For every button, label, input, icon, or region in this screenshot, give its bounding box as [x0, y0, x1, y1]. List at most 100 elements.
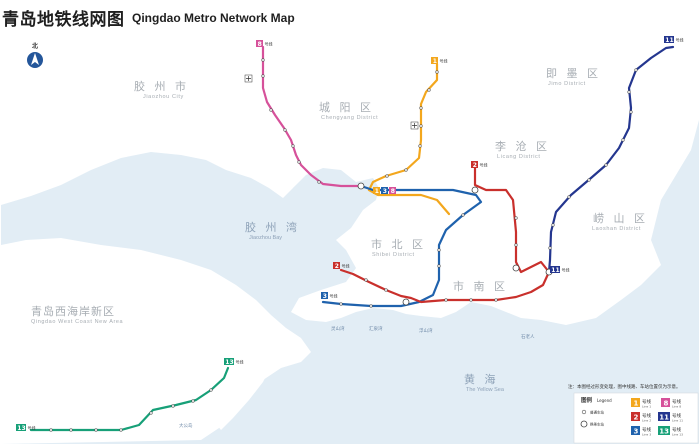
header: 青岛地铁线网图 Qingdao Metro Network Map — [0, 0, 700, 30]
station[interactable] — [634, 68, 638, 72]
station[interactable] — [69, 428, 73, 432]
station[interactable] — [283, 128, 287, 132]
station[interactable] — [317, 180, 321, 184]
station[interactable] — [437, 264, 441, 268]
station[interactable] — [119, 428, 123, 432]
station[interactable] — [469, 298, 473, 302]
station[interactable] — [419, 106, 423, 110]
station[interactable] — [384, 288, 388, 292]
transfer-station[interactable] — [402, 298, 410, 306]
metro-map[interactable]: 胶 州 市 Jiaozhou City 城 阳 区 Chengyang Dist… — [1, 31, 699, 444]
line3-path[interactable] — [321, 184, 483, 308]
station[interactable] — [171, 404, 175, 408]
transfer-station[interactable] — [357, 182, 365, 190]
legend-line11[interactable]: 11 号线 Line 11 — [658, 412, 683, 423]
svg-text:号线: 号线 — [642, 426, 651, 433]
stations — [49, 58, 638, 432]
station[interactable] — [94, 428, 98, 432]
station[interactable] — [551, 223, 555, 227]
legend-line13[interactable]: 13 号线 Line 13 — [658, 426, 683, 437]
station[interactable] — [604, 163, 608, 167]
station[interactable] — [269, 108, 273, 112]
north-compass: 北 — [27, 42, 43, 68]
region-laoshan-cn: 崂 山 区 — [593, 212, 648, 225]
station[interactable] — [548, 246, 552, 250]
legend-line3[interactable]: 3 号线 Line 3 — [631, 426, 651, 437]
svg-text:号线: 号线 — [236, 359, 244, 365]
svg-text:号线: 号线 — [562, 267, 570, 273]
map-title-cn: 青岛地铁线网图 — [2, 10, 125, 30]
station[interactable] — [339, 302, 343, 306]
station[interactable] — [587, 178, 591, 182]
station[interactable] — [291, 144, 295, 148]
line2-badge-west[interactable]: 2 号线 — [333, 262, 350, 270]
station[interactable] — [461, 213, 465, 217]
station[interactable] — [627, 90, 631, 94]
map-title-en: Qingdao Metro Network Map — [132, 11, 295, 25]
region-licang-cn: 李 沧 区 — [495, 139, 550, 153]
station[interactable] — [364, 278, 368, 282]
station[interactable] — [427, 88, 431, 92]
region-xihaian-cn: 青岛西海岸新区 — [31, 304, 115, 318]
station[interactable] — [621, 138, 625, 142]
region-jimo-en: Jimo District — [548, 81, 586, 87]
station[interactable] — [435, 70, 439, 74]
station[interactable] — [369, 304, 373, 308]
shared-badges-1-3-8[interactable]: 1 3 8 — [373, 187, 396, 195]
line11-badge-south[interactable]: 11 号线 — [550, 266, 570, 274]
svg-text:8: 8 — [391, 188, 395, 195]
station[interactable] — [404, 168, 408, 172]
station[interactable] — [261, 74, 265, 78]
transfer-station[interactable] — [512, 264, 520, 272]
map-svg[interactable]: 胶 州 市 Jiaozhou City 城 阳 区 Chengyang Dist… — [1, 31, 699, 444]
station[interactable] — [297, 160, 301, 164]
legend-line2[interactable]: 2 号线 Line 2 — [631, 412, 651, 423]
legend-station-icon — [581, 409, 587, 415]
line2-badge-north[interactable]: 2 号线 — [471, 161, 488, 169]
station[interactable] — [494, 298, 498, 302]
line1-badge[interactable]: 1 号线 — [431, 57, 448, 65]
svg-text:11: 11 — [551, 267, 559, 274]
region-shinan-cn: 市 南 区 — [453, 279, 508, 293]
sea-jiaozhou-bay-cn: 胶 州 湾 — [245, 220, 300, 234]
station[interactable] — [261, 58, 265, 62]
station[interactable] — [419, 124, 423, 128]
station[interactable] — [514, 216, 518, 220]
region-jiaozhou-cn: 胶 州 市 — [134, 79, 189, 93]
station[interactable] — [418, 144, 422, 148]
region-shibei-en: Shibei District — [372, 252, 415, 258]
svg-text:号线: 号线 — [480, 162, 488, 168]
station[interactable] — [514, 243, 518, 247]
region-chengyang-cn: 城 阳 区 — [319, 101, 374, 114]
legend-line8[interactable]: 8 号线 Line 8 — [661, 398, 681, 409]
region-labels: 胶 州 市 Jiaozhou City 城 阳 区 Chengyang Dist… — [31, 67, 648, 325]
station[interactable] — [437, 248, 441, 252]
svg-text:11: 11 — [659, 414, 669, 422]
line2-path[interactable] — [339, 166, 551, 304]
island-east — [651, 165, 669, 195]
line13-badge-west[interactable]: 13 号线 — [16, 424, 36, 432]
station[interactable] — [209, 388, 213, 392]
station[interactable] — [629, 110, 633, 114]
svg-text:13: 13 — [225, 359, 233, 366]
legend-transfer-label: 换乘车站 — [590, 422, 604, 427]
station[interactable] — [385, 174, 389, 178]
line13-badge-north[interactable]: 13 号线 — [224, 358, 244, 366]
transfer-station[interactable] — [471, 186, 479, 194]
station[interactable] — [149, 411, 153, 415]
legend-line1[interactable]: 1 号线 Line 1 — [631, 398, 651, 409]
line11-badge-north[interactable]: 11 号线 — [664, 36, 684, 44]
line13-path[interactable] — [29, 366, 230, 432]
station[interactable] — [191, 399, 195, 403]
svg-text:1: 1 — [375, 188, 379, 195]
land-north — [1, 31, 699, 325]
station[interactable] — [444, 298, 448, 302]
line3-badge[interactable]: 3 号线 — [321, 292, 338, 300]
line1-path[interactable] — [367, 62, 451, 216]
legend-transfer-icon — [580, 420, 588, 428]
bay-label-fushan: 浮山湾 — [419, 327, 433, 334]
station[interactable] — [49, 428, 53, 432]
line8-badge[interactable]: 8 号线 — [256, 40, 273, 48]
station[interactable] — [567, 195, 571, 199]
sea-yellow-en: The Yellow Sea — [466, 387, 505, 393]
